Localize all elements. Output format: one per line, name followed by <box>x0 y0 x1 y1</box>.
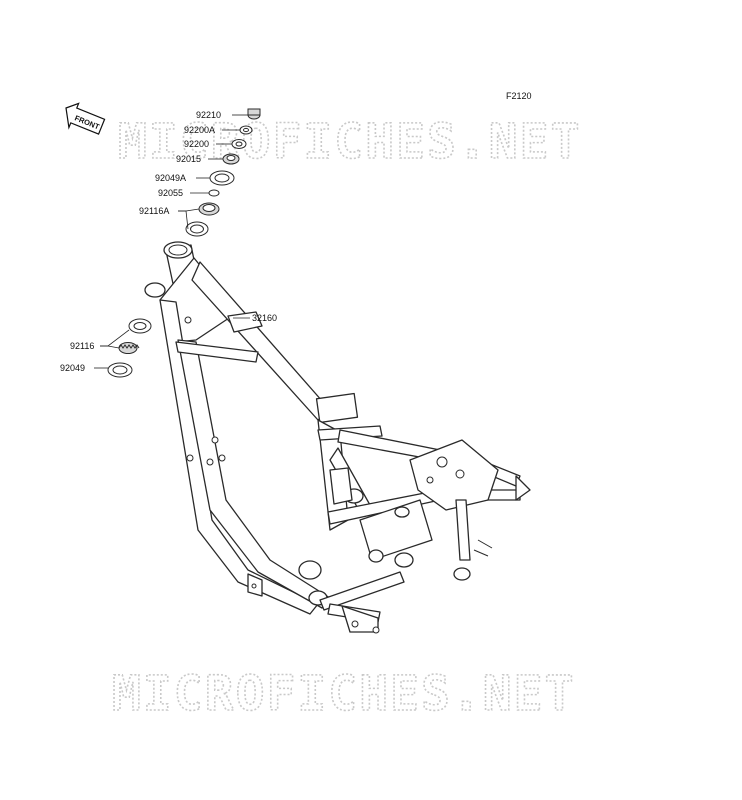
steering-bearing-stack <box>185 108 261 237</box>
motorcycle-frame <box>144 241 531 634</box>
part-92116-race <box>128 318 152 334</box>
callout-92049A: 92049A <box>155 173 186 183</box>
figure-code: F2120 <box>506 91 532 101</box>
part-92055 <box>208 189 220 197</box>
watermark-top: MICROFICHES.NET <box>118 114 581 170</box>
callout-92055: 92055 <box>158 188 183 198</box>
callout-labels: 92210 92200A 92200 92015 92049A 92055 92… <box>60 110 277 373</box>
part-92200 <box>231 139 247 149</box>
callout-92049: 92049 <box>60 363 85 373</box>
callout-92200: 92200 <box>184 139 209 149</box>
part-92116-bearing <box>118 342 138 354</box>
callout-92116A: 92116A <box>139 206 169 216</box>
part-92200A <box>239 125 253 135</box>
callout-92200A: 92200A <box>184 125 215 135</box>
part-92116A-lower <box>185 221 209 237</box>
leader-lines <box>94 114 250 369</box>
lower-bearing-stack <box>107 318 152 378</box>
part-92049A <box>209 170 235 186</box>
front-arrow-icon: FRONT <box>65 102 106 135</box>
callout-92210: 92210 <box>196 110 221 120</box>
callout-32160: 32160 <box>252 313 277 323</box>
part-92210-body <box>247 108 261 116</box>
callout-92116: 92116 <box>70 341 94 351</box>
watermark-bottom: MICROFICHES.NET <box>112 666 575 722</box>
callout-92015: 92015 <box>176 154 201 164</box>
part-92049-seal <box>107 362 133 378</box>
